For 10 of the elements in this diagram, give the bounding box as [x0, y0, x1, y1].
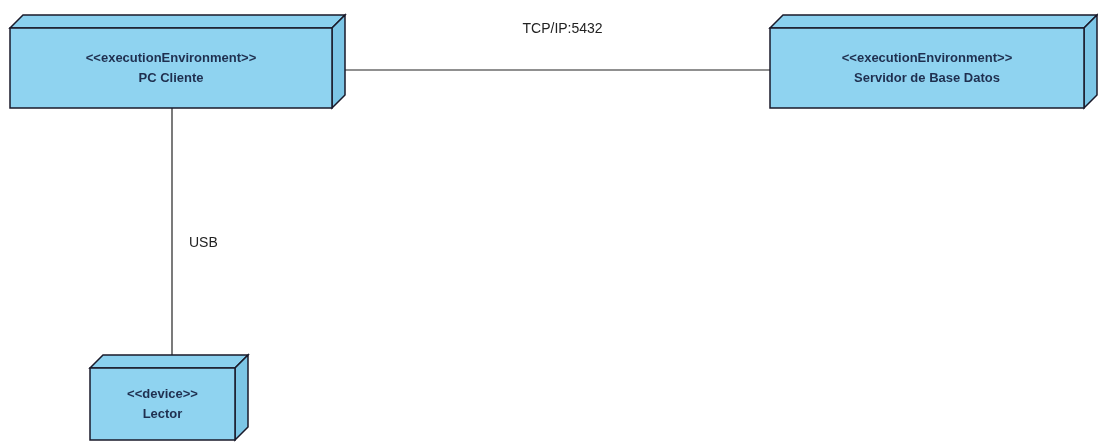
stereotype-label: <<executionEnvironment>> — [841, 49, 1013, 67]
stereotype-label: <<executionEnvironment>> — [85, 49, 257, 67]
edge-label: TCP/IP:5432 — [522, 20, 603, 36]
node-name: PC Cliente — [138, 69, 204, 87]
node-name: Lector — [142, 405, 183, 423]
node-name: Servidor de Base Datos — [854, 69, 1000, 87]
connector-line — [171, 107, 173, 356]
edge-label: USB — [189, 233, 218, 250]
stereotype-label: <<device>> — [127, 385, 198, 403]
connector-line — [344, 69, 771, 71]
